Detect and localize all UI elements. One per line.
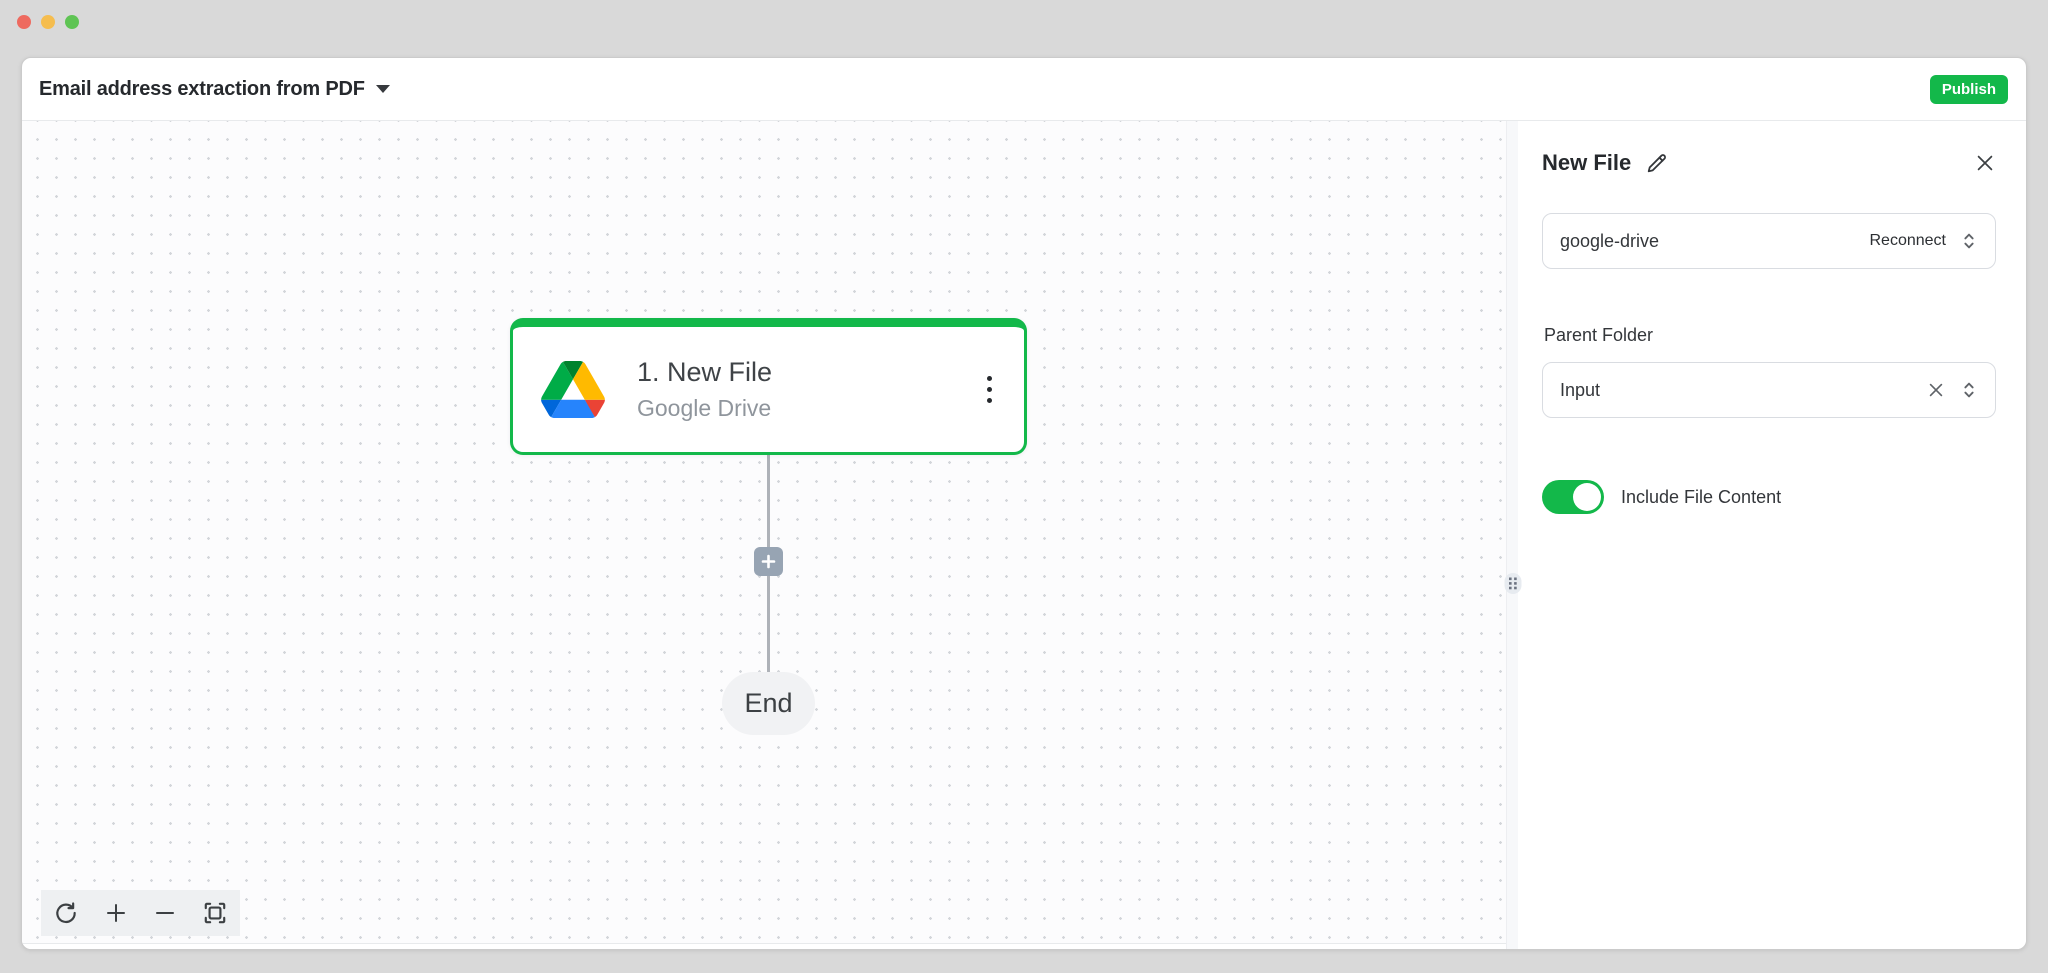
node-config-panel: New File google-drive [1518,121,2026,949]
minus-icon [156,912,175,914]
window-controls [17,15,79,29]
reconnect-label: Reconnect [1869,232,1947,249]
close-window-button[interactable] [17,15,31,29]
close-panel-button[interactable] [1974,152,1996,174]
refresh-icon [56,902,76,923]
fit-view-button[interactable] [202,900,228,926]
clear-x-icon [1929,383,1943,397]
node-title: 1. New File [637,357,773,387]
plus-icon [761,554,776,569]
zoom-out-button[interactable] [152,900,178,926]
refresh-button[interactable] [53,900,79,926]
workflow-header: Email address extraction from PDF Publis… [22,58,2026,121]
canvas-column: 1. New File Google Drive End [22,121,1506,949]
canvas-footer [22,944,1506,949]
node-subtitle: Google Drive [637,395,772,421]
connection-select[interactable]: google-drive Reconnect [1542,213,1996,269]
node-menu-button[interactable] [981,368,998,411]
workflow-canvas[interactable]: 1. New File Google Drive End [22,121,1506,944]
panel-resize-divider[interactable] [1504,121,1521,949]
rename-button[interactable] [1644,151,1669,176]
clear-selection-button[interactable] [1926,380,1946,400]
app-card: Email address extraction from PDF Publis… [21,57,2027,950]
chevron-down-icon[interactable] [375,85,390,93]
zoom-in-button[interactable] [103,900,129,926]
add-step-button[interactable] [754,547,783,576]
select-stepper-icon[interactable] [1958,230,1980,252]
include-file-content-row: Include File Content [1542,480,1996,514]
node-text: 1. New File Google Drive [637,357,772,422]
canvas-controls [41,890,240,936]
panel-title: New File [1542,150,1632,175]
end-node[interactable]: End [722,672,815,735]
google-drive-icon [541,361,605,418]
select-stepper-icon[interactable] [1958,379,1980,401]
plus-icon [106,904,125,922]
fit-view-icon [204,902,226,924]
workflow-node-new-file[interactable]: 1. New File Google Drive [510,318,1027,455]
workflow-title[interactable]: Email address extraction from PDF [39,77,365,100]
zoom-window-button[interactable] [65,15,79,29]
drag-handle[interactable] [1504,573,1521,594]
main-area: 1. New File Google Drive End [22,121,2026,949]
pencil-icon [1648,153,1667,172]
parent-folder-select[interactable]: Input [1542,362,1996,418]
grip-dots-icon [1508,577,1517,590]
include-file-content-label: Include File Content [1621,486,1782,507]
publish-button[interactable]: Publish [1929,74,2008,104]
parent-folder-label: Parent Folder [1544,325,1654,345]
minimize-window-button[interactable] [41,15,55,29]
include-file-content-toggle[interactable] [1542,480,1604,514]
connection-value: google-drive [1560,230,1660,251]
parent-folder-value: Input [1560,379,1601,400]
reconnect-button[interactable]: Reconnect [1870,232,1947,250]
toggle-knob [1573,483,1601,511]
close-icon [1977,155,1993,171]
panel-title-row: New File [1542,147,1996,179]
